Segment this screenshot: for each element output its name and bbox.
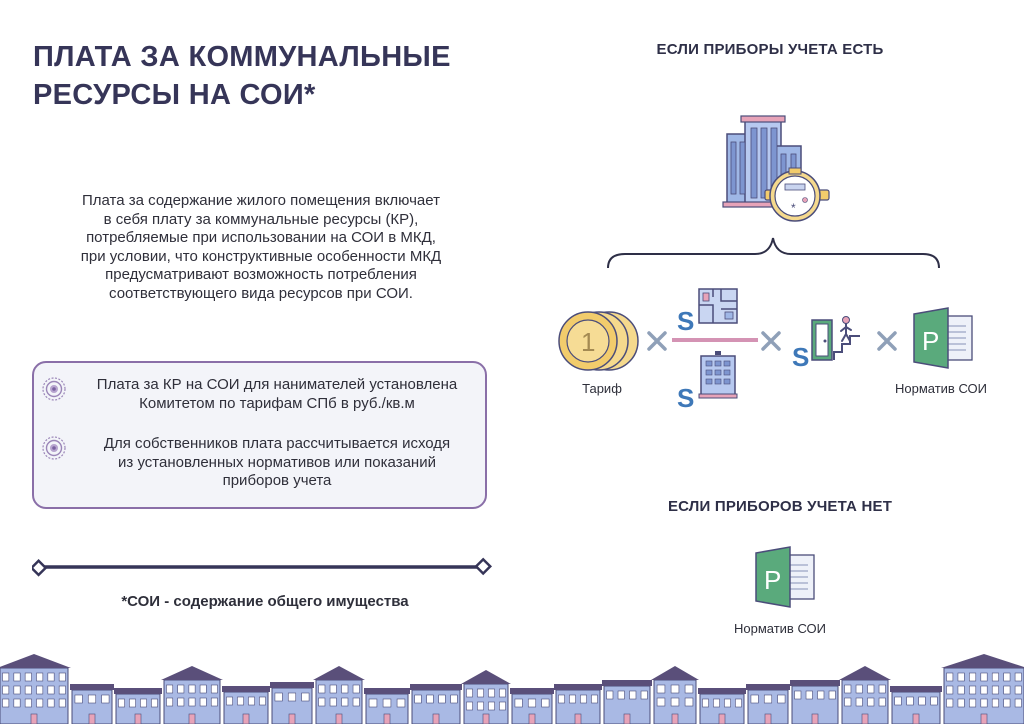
multiply-icon: [647, 331, 667, 351]
info-item-text: Для собственников плата рассчитывается и…: [72, 435, 482, 491]
area-symbol: S: [792, 342, 810, 372]
info-line: Комитетом по тарифам СПб в руб./кв.м: [139, 394, 415, 412]
info-line: из установленных нормативов или показани…: [118, 453, 436, 471]
document-icon: P: [755, 546, 815, 608]
doc-letter: P: [922, 326, 939, 356]
houses-border: [0, 654, 1024, 724]
norm-label-meters-no: Норматив СОИ: [733, 621, 827, 636]
document-icon: P: [913, 307, 973, 369]
meters-no-header: ЕСЛИ ПРИБОРОВ УЧЕТА НЕТ: [667, 498, 893, 515]
info-line: приборов учета: [222, 472, 332, 490]
intro-paragraph: Плата за содержание жилого помещения вкл…: [40, 192, 482, 304]
target-bullet-icon: [42, 436, 66, 460]
info-item: Плата за КР на СОИ для нанимателей устан…: [42, 376, 482, 413]
intro-line: при условии, что конструктивные особенно…: [80, 247, 442, 265]
area-symbol: S: [677, 306, 695, 336]
intro-line: Плата за содержание жилого помещения вкл…: [82, 192, 440, 209]
tariff-label: Тариф: [582, 381, 622, 396]
building-meter-icon: *: [722, 115, 830, 222]
floor-plan-icon: [698, 288, 738, 324]
meters-yes-header: ЕСЛИ ПРИБОРЫ УЧЕТА ЕСТЬ: [656, 41, 884, 58]
area-symbol: S: [677, 383, 695, 413]
building-icon: [698, 351, 738, 399]
page-title-line: РЕСУРСЫ НА СОИ*: [33, 79, 316, 111]
intro-line: потребляемые при использовании на СОИ в …: [86, 229, 436, 247]
divider-line: [32, 557, 493, 577]
page-title: ПЛАТА ЗА КОММУНАЛЬНЫЕ РЕСУРСЫ НА СОИ*: [33, 38, 503, 114]
exit-stairs-icon: [811, 316, 860, 361]
multiply-icon: [761, 331, 781, 351]
norm-label-meters-yes: Норматив СОИ: [894, 381, 988, 396]
intro-line: в себя плату за коммунальные ресурсы (КР…: [103, 210, 419, 228]
target-bullet-icon: [42, 377, 66, 401]
info-line: Плата за КР на СОИ для нанимателей устан…: [96, 376, 458, 393]
coins-icon: 1: [558, 311, 639, 371]
page-title-line: ПЛАТА ЗА КОММУНАЛЬНЫЕ: [33, 41, 451, 73]
footnote: *СОИ - содержание общего имущества: [121, 593, 409, 610]
brace-connector: [607, 237, 940, 269]
coin-digit: 1: [581, 327, 595, 357]
info-item: Для собственников плата рассчитывается и…: [42, 435, 482, 491]
intro-line: соответствующего вида ресурсов при СОИ.: [109, 284, 413, 302]
info-item-text: Плата за КР на СОИ для нанимателей устан…: [72, 376, 482, 413]
fraction-line: [672, 338, 758, 342]
svg-text:*: *: [791, 201, 796, 215]
info-box: Плата за КР на СОИ для нанимателей устан…: [32, 361, 487, 509]
doc-letter: P: [764, 565, 781, 595]
info-line: Для собственников плата рассчитывается и…: [103, 435, 451, 452]
intro-line: предусматривают возможность потребления: [105, 266, 417, 284]
multiply-icon: [877, 331, 897, 351]
